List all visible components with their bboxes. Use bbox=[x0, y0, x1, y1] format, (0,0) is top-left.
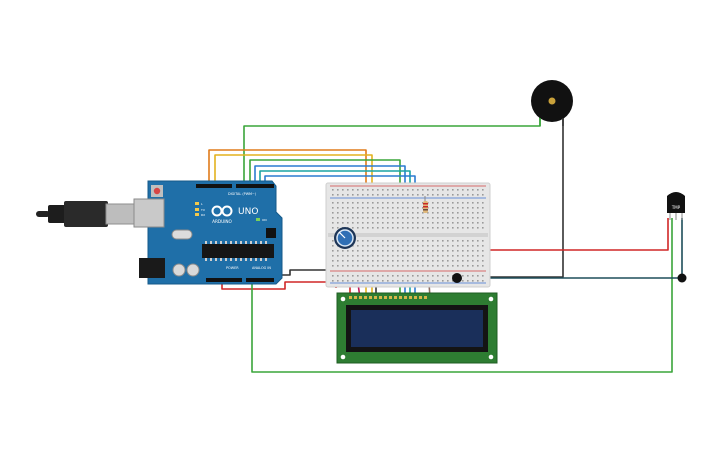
wire-buzzer-ground[interactable] bbox=[457, 110, 564, 278]
lcd-pin[interactable] bbox=[404, 296, 407, 299]
lcd-pin[interactable] bbox=[414, 296, 417, 299]
arduino-uno[interactable]: ARDUINO UNO DIGITAL (PWM~) POWER ANALOG … bbox=[133, 180, 283, 285]
digital-header-2[interactable] bbox=[236, 184, 274, 188]
microcontroller-chip bbox=[202, 244, 274, 258]
analog-header[interactable] bbox=[246, 278, 274, 282]
lcd-pin[interactable] bbox=[374, 296, 377, 299]
power-label: POWER bbox=[226, 266, 239, 270]
lcd-pin[interactable] bbox=[389, 296, 392, 299]
led-on bbox=[256, 218, 260, 221]
resistor[interactable] bbox=[423, 196, 428, 213]
capacitor-1 bbox=[172, 263, 186, 277]
lcd-mount-hole-bl bbox=[340, 354, 346, 360]
lcd-pin[interactable] bbox=[384, 296, 387, 299]
lcd-mount-hole-br bbox=[488, 354, 494, 360]
buzzer-center bbox=[548, 97, 556, 105]
sensor-body bbox=[667, 192, 685, 213]
lcd-pin[interactable] bbox=[349, 296, 352, 299]
analog-label: ANALOG IN bbox=[252, 266, 271, 270]
tx-label: TX bbox=[200, 208, 205, 212]
lcd-mount-hole-tl bbox=[340, 296, 346, 302]
lcd-pin[interactable] bbox=[394, 296, 397, 299]
piezo-buzzer[interactable] bbox=[531, 80, 573, 126]
reset-button-cap bbox=[153, 187, 161, 195]
power-jack bbox=[139, 258, 165, 278]
usb-cable[interactable] bbox=[36, 201, 135, 227]
usb-cable-tail bbox=[36, 211, 50, 217]
potentiometer[interactable] bbox=[334, 227, 356, 249]
usb-plug-metal bbox=[105, 203, 135, 225]
usb-plug-body bbox=[64, 201, 108, 227]
rx-label: RX bbox=[201, 213, 205, 217]
digital-label: DIGITAL (PWM~) bbox=[228, 192, 257, 196]
wire-sensor-signal[interactable] bbox=[251, 218, 673, 373]
temperature-sensor[interactable]: TMP bbox=[667, 192, 685, 220]
sensor-label: TMP bbox=[671, 205, 681, 210]
capacitor-2 bbox=[186, 263, 200, 277]
junction-sensor-gnd bbox=[677, 273, 687, 283]
lcd-pin[interactable] bbox=[354, 296, 357, 299]
breadboard-center-channel bbox=[328, 233, 488, 237]
resistor-band-2 bbox=[423, 206, 428, 208]
lcd-pin[interactable] bbox=[369, 296, 372, 299]
lcd-pin-header[interactable] bbox=[349, 296, 427, 299]
lcd-pin[interactable] bbox=[399, 296, 402, 299]
resistor-band-3 bbox=[423, 209, 428, 211]
lcd-mount-hole-tr bbox=[488, 296, 494, 302]
usb-cable-boot bbox=[48, 205, 66, 223]
led-tx bbox=[195, 208, 199, 211]
digital-header-1[interactable] bbox=[196, 184, 232, 188]
icsp-header bbox=[266, 228, 276, 238]
board-brand: ARDUINO bbox=[212, 219, 232, 224]
resistor-band-1 bbox=[423, 203, 428, 205]
lcd-pin[interactable] bbox=[379, 296, 382, 299]
lcd-pin[interactable] bbox=[409, 296, 412, 299]
breadboard[interactable] bbox=[325, 182, 491, 288]
wire-yellow-1[interactable] bbox=[214, 154, 373, 208]
lcd-pin[interactable] bbox=[364, 296, 367, 299]
lcd-pin[interactable] bbox=[424, 296, 427, 299]
lcd-pin[interactable] bbox=[419, 296, 422, 299]
lcd-display[interactable] bbox=[336, 292, 498, 364]
lcd-screen bbox=[351, 310, 483, 347]
board-model: UNO bbox=[238, 207, 258, 217]
potentiometer-indicator bbox=[338, 231, 346, 239]
on-label: ON bbox=[262, 218, 267, 222]
arduino-board bbox=[147, 180, 283, 285]
usb-jack bbox=[133, 198, 165, 228]
power-header[interactable] bbox=[206, 278, 242, 282]
wire-buzzer-signal[interactable] bbox=[243, 110, 541, 186]
junction-ground-rail bbox=[452, 273, 462, 283]
led-l bbox=[195, 202, 199, 205]
lcd-pin[interactable] bbox=[359, 296, 362, 299]
wire-sensor-gnd[interactable] bbox=[457, 218, 683, 279]
crystal bbox=[171, 229, 193, 240]
chip-pins bbox=[205, 241, 267, 261]
arduino-logo-icon bbox=[211, 205, 233, 217]
l-label: L bbox=[201, 202, 203, 206]
led-rx bbox=[195, 213, 199, 216]
wire-orange-1[interactable] bbox=[208, 149, 367, 208]
breadboard-holes bbox=[332, 189, 484, 282]
